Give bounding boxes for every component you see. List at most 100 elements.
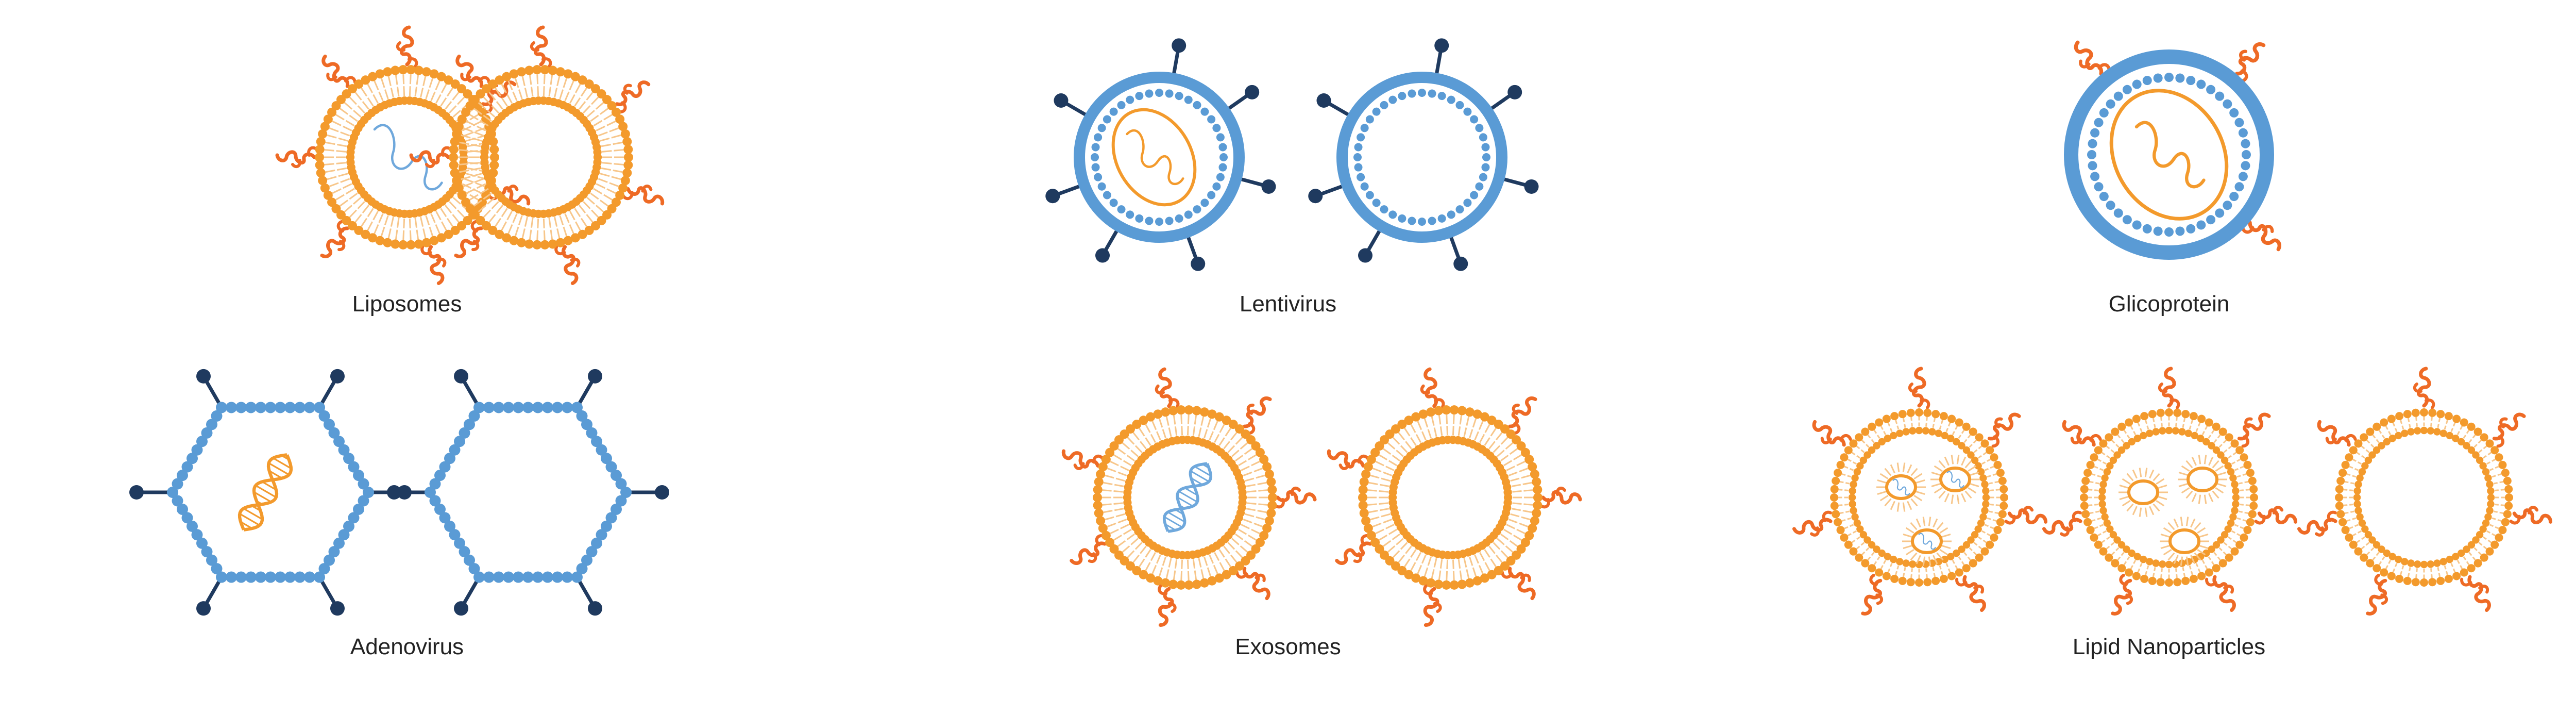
internal-vesicle (2119, 468, 2168, 517)
rna-strand-icon (1126, 129, 1184, 185)
dot-ring (2087, 73, 2251, 237)
liposomes-group (275, 25, 665, 285)
protein-squiggle-icon (454, 220, 483, 258)
lentivirus-label: Lentivirus (1239, 291, 1337, 317)
adenovirus-particle (387, 369, 669, 616)
internal-vesicle (1902, 517, 1952, 566)
protein-squiggle-icon (1812, 420, 1852, 447)
lollipop-spike-icon (387, 485, 430, 500)
lentivirus-particle (1308, 38, 1539, 271)
exosomes-group (1061, 367, 1582, 627)
lollipop-spike-icon (1045, 185, 1080, 204)
protein-squiggle-icon (1508, 396, 1537, 435)
rna-strand-icon (1918, 533, 1936, 550)
glicoprotein-particle (2064, 40, 2281, 260)
protein-squiggle-icon (621, 185, 665, 206)
lollipop-spike-icon (1241, 177, 1276, 194)
internal-vesicle (1876, 462, 1926, 512)
protein-squiggle-icon (1423, 584, 1442, 627)
liposomes-label: Liposomes (352, 291, 462, 317)
protein-squiggle-icon (2111, 573, 2133, 616)
protein-squiggle-icon (530, 25, 552, 68)
protein-squiggle-icon (2317, 420, 2357, 447)
lipid-bilayer (449, 65, 633, 250)
glicoprotein-label: Glicoprotein (2108, 291, 2230, 317)
lollipop-spike-icon (196, 576, 224, 616)
lipid-bilayer (2335, 408, 2513, 587)
liposome-particle (409, 25, 665, 285)
rna-strand-icon (1946, 471, 1964, 488)
protein-squiggle-icon (396, 25, 418, 68)
lollipop-spike-icon (1187, 236, 1206, 271)
lollipop-spike-icon (317, 369, 345, 409)
protein-squiggle-icon (2366, 573, 2388, 616)
lollipop-spike-icon (1503, 177, 1539, 194)
dna-helix-icon (1162, 462, 1213, 533)
protein-squiggle-icon (321, 54, 357, 88)
lipid-bilayer (2080, 408, 2258, 587)
protein-squiggle-icon (2062, 420, 2102, 447)
protein-squiggle-icon (1335, 534, 1372, 565)
dot-ring (1091, 89, 1228, 226)
protein-squiggle-icon (1070, 534, 1107, 565)
lollipop-spike-icon (575, 576, 602, 616)
lipid-nanoparticles-group (1792, 367, 2553, 616)
lollipop-spike-icon (1358, 230, 1381, 263)
protein-squiggle-icon (2158, 367, 2180, 409)
protein-squiggle-icon (320, 220, 349, 258)
protein-squiggle-icon (2492, 412, 2526, 448)
lipid-nanoparticle (2042, 367, 2298, 616)
protein-squiggle-icon (1500, 567, 1536, 601)
lollipop-spike-icon (1172, 38, 1187, 74)
protein-squiggle-icon (1061, 449, 1105, 470)
protein-squiggle-icon (2004, 506, 2048, 525)
lentivirus-group (1045, 38, 1539, 271)
protein-squiggle-icon (1539, 486, 1582, 509)
protein-squiggle-icon (1158, 584, 1177, 627)
lollipop-spike-icon (317, 576, 345, 616)
adenovirus-group (129, 369, 669, 616)
internal-vesicle (2178, 455, 2227, 504)
lipid-bilayer (1093, 405, 1277, 590)
lollipop-spike-icon (454, 369, 481, 409)
protein-squiggle-icon (2237, 412, 2271, 448)
lollipop-spike-icon (1095, 230, 1118, 263)
internal-vesicle (1930, 455, 1980, 504)
lollipop-spike-icon (1434, 38, 1449, 74)
protein-squiggle-icon (1274, 486, 1317, 509)
protein-squiggle-icon (1861, 573, 1884, 616)
protein-squiggle-icon (554, 245, 581, 285)
exosomes-label: Exosomes (1235, 634, 1341, 659)
lollipop-spike-icon (575, 369, 602, 409)
lollipop-spike-icon (196, 369, 224, 409)
protein-squiggle-icon (1243, 396, 1272, 435)
protein-squiggle-icon (2297, 510, 2337, 537)
lipid-bilayer (1358, 405, 1543, 590)
rna-strand-icon (1892, 478, 1910, 496)
lollipop-spike-icon (129, 485, 173, 500)
protein-squiggle-icon (1987, 412, 2021, 448)
lollipop-spike-icon (454, 576, 481, 616)
protein-squiggle-icon (1235, 567, 1270, 601)
lipid-bilayer (1830, 408, 2008, 587)
lollipop-spike-icon (1490, 85, 1522, 110)
glicoprotein-group (2064, 40, 2281, 260)
lollipop-spike-icon (626, 485, 669, 500)
protein-squiggle-icon (455, 54, 491, 88)
protein-squiggle-icon (275, 146, 318, 169)
dot-ring (1353, 89, 1490, 226)
protein-squiggle-icon (2413, 367, 2435, 409)
protein-squiggle-icon (2042, 510, 2082, 537)
protein-squiggle-icon (2254, 506, 2298, 525)
adenovirus-particle (129, 369, 412, 616)
exosome-particle (1061, 367, 1317, 627)
exosome-particle (1327, 367, 1582, 627)
protein-squiggle-icon (2205, 575, 2236, 612)
protein-squiggle-icon (1420, 367, 1445, 408)
internal-vesicle (2160, 517, 2209, 566)
liposome-particle (275, 25, 531, 285)
lollipop-spike-icon (1316, 93, 1349, 117)
protein-squiggle-icon (2460, 575, 2491, 612)
lollipop-spike-icon (1054, 93, 1087, 117)
